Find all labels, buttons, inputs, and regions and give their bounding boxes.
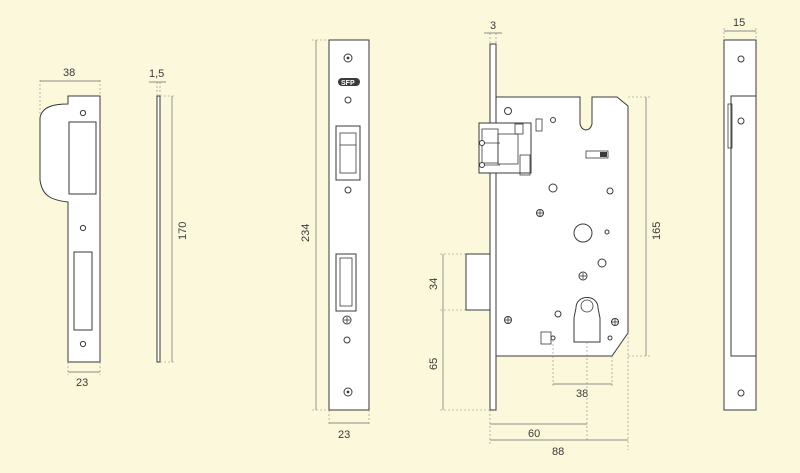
dim-faceplate-width: 23 [328,410,370,441]
dim-faceplate-length: 234 [300,39,329,411]
svg-text:38: 38 [63,67,75,79]
svg-text:15: 15 [733,17,745,29]
svg-text:88: 88 [552,446,564,458]
dim-latch-to-cylinder: 65 [428,310,490,411]
latch-mechanism [478,117,556,176]
svg-text:234: 234 [300,224,312,242]
cylinder-cutout [573,297,601,343]
latch-tongue [465,253,491,311]
svg-text:23: 23 [76,377,88,389]
svg-text:1,5: 1,5 [149,68,164,80]
dim-case-height: 165 [628,96,663,357]
strike-latch-opening [68,121,97,195]
lock-faceplate-front: SFP [328,39,370,411]
dim-strike-bottom-width: 23 [67,362,101,389]
svg-text:34: 34 [428,278,440,290]
dim-strike-width: 38 [39,67,101,117]
strike-plate-front [39,95,101,363]
svg-text:SFP: SFP [341,80,355,87]
dim-latch-height: 34 [428,253,466,311]
strike-bolt-opening [73,251,93,331]
svg-text:3: 3 [490,20,496,32]
dim-backset: 60 [489,342,588,444]
strike-plate-side: 1,5 170 [149,68,189,363]
faceplate-bolt-window [335,253,357,312]
dim-side-thickness: 15 [723,17,757,40]
dim-cylinder-spacing: 38 [552,340,613,400]
svg-text:23: 23 [338,429,350,441]
dim-faceplate-thickness: 3 [484,20,502,44]
svg-text:165: 165 [651,222,663,240]
brand-logo: SFP [338,78,360,87]
svg-text:38: 38 [576,388,588,400]
dim-case-depth: 88 [490,333,629,458]
svg-text:60: 60 [528,428,540,440]
case-faceplate-edge [489,43,497,411]
svg-text:65: 65 [428,358,440,370]
lock-case-edge [723,39,757,411]
svg-text:170: 170 [177,222,189,240]
lock-case-side [465,43,629,411]
case-screws [504,107,619,341]
